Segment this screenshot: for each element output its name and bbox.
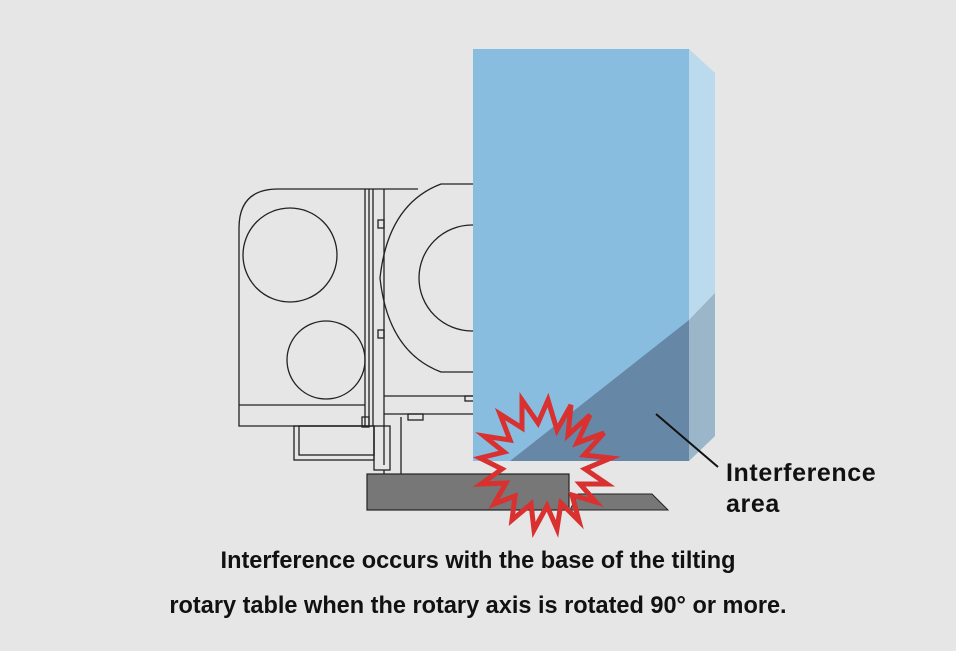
callout-leader-line <box>655 413 719 468</box>
interference-area-label: Interference area <box>726 458 876 520</box>
table-base <box>366 473 570 511</box>
collision-burst-icon <box>472 392 621 539</box>
caption-line2: rotary table when the rotary axis is rot… <box>169 592 787 619</box>
callout-label-line1: Interference <box>726 459 877 487</box>
tilting-rotary-table-body <box>238 183 526 474</box>
interference-area-side <box>689 293 715 461</box>
callout-label-line2: area <box>726 490 780 518</box>
caption-line1: Interference occurs with the base of the… <box>220 547 736 574</box>
